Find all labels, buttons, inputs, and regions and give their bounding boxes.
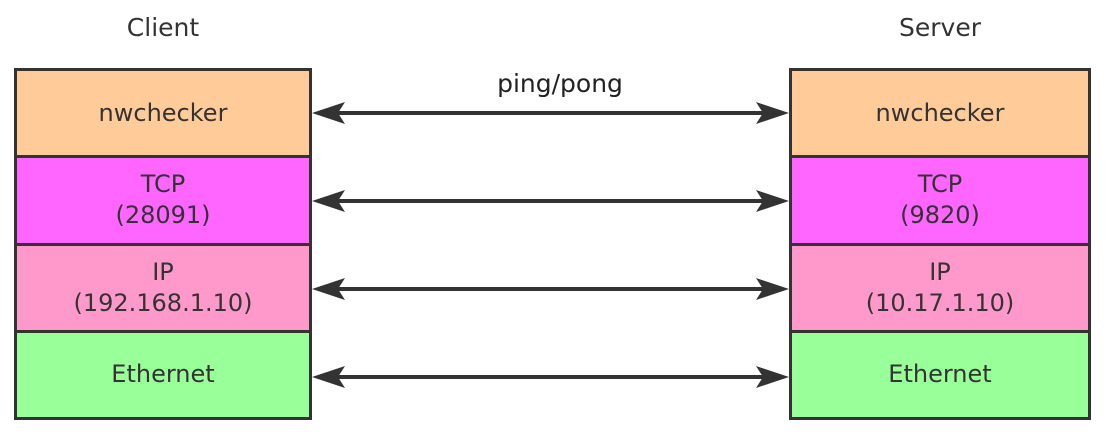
client-title: Client: [126, 13, 200, 42]
client-stack: nwchecker TCP (28091) IP (192.168.1.10) …: [14, 68, 312, 420]
client-layer-nwchecker: nwchecker: [17, 71, 309, 156]
client-layer-tcp-port: (28091): [115, 201, 211, 230]
arrow-ethernet: [312, 366, 789, 388]
client-layer-ip-address: (192.168.1.10): [73, 288, 253, 317]
client-layer-tcp: TCP (28091): [17, 155, 309, 243]
server-layer-nwchecker-name: nwchecker: [875, 98, 1005, 127]
server-stack: nwchecker TCP (9820) IP (10.17.1.10) Eth…: [789, 68, 1091, 420]
server-layer-nwchecker: nwchecker: [792, 71, 1088, 156]
server-title: Server: [899, 13, 981, 42]
client-layer-ip-name: IP: [152, 257, 174, 286]
server-layer-ip-address: (10.17.1.10): [865, 288, 1015, 317]
client-layer-ip: IP (192.168.1.10): [17, 242, 309, 330]
client-layer-ethernet-name: Ethernet: [111, 360, 215, 389]
server-layer-ethernet: Ethernet: [792, 329, 1088, 417]
arrow-nwchecker: [312, 102, 789, 124]
server-layer-tcp-port: (9820): [900, 201, 980, 230]
client-layer-tcp-name: TCP: [140, 170, 186, 199]
server-layer-ethernet-name: Ethernet: [888, 360, 992, 389]
server-layer-ip-name: IP: [929, 257, 951, 286]
arrow-ip: [312, 278, 789, 300]
ping-pong-label: ping/pong: [497, 69, 623, 98]
server-layer-tcp: TCP (9820): [792, 155, 1088, 243]
arrow-tcp: [312, 190, 789, 212]
server-layer-ip: IP (10.17.1.10): [792, 242, 1088, 330]
client-layer-ethernet: Ethernet: [17, 329, 309, 417]
client-layer-nwchecker-name: nwchecker: [98, 98, 228, 127]
server-layer-tcp-name: TCP: [917, 170, 963, 199]
